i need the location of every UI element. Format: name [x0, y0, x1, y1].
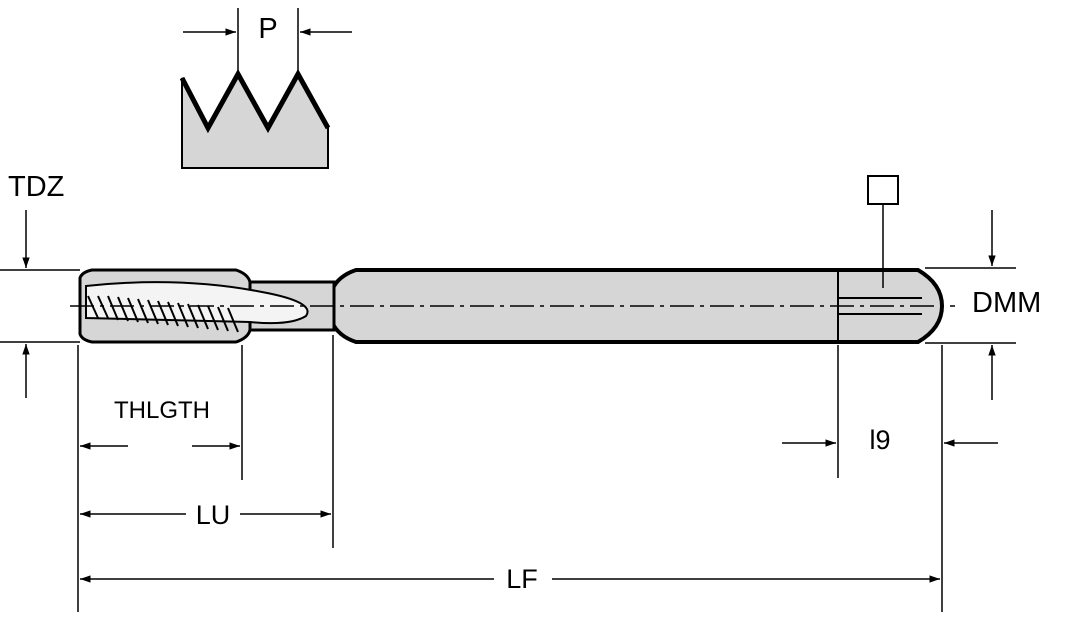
thread-hatching	[87, 295, 239, 333]
lu-label: LU	[196, 500, 231, 530]
tdz-dimension: TDZ	[0, 171, 80, 398]
lu-dimension: LU	[80, 500, 331, 530]
thlgth-dimension: THLGTH	[80, 397, 240, 450]
thlgth-label: THLGTH	[114, 397, 210, 424]
lf-dimension: LF	[80, 564, 940, 594]
l9-label: l9	[869, 425, 890, 455]
l9-dimension: l9	[782, 425, 998, 455]
square-drive-symbol-icon	[867, 175, 899, 288]
dmm-label: DMM	[972, 287, 1041, 319]
thread-profile-icon: P	[179, 8, 352, 169]
tdz-label: TDZ	[8, 171, 64, 203]
flute	[85, 281, 309, 325]
pitch-label: P	[258, 13, 277, 45]
dmm-dimension: DMM	[925, 210, 1041, 400]
lf-label: LF	[506, 564, 538, 594]
tap-body	[70, 268, 955, 344]
